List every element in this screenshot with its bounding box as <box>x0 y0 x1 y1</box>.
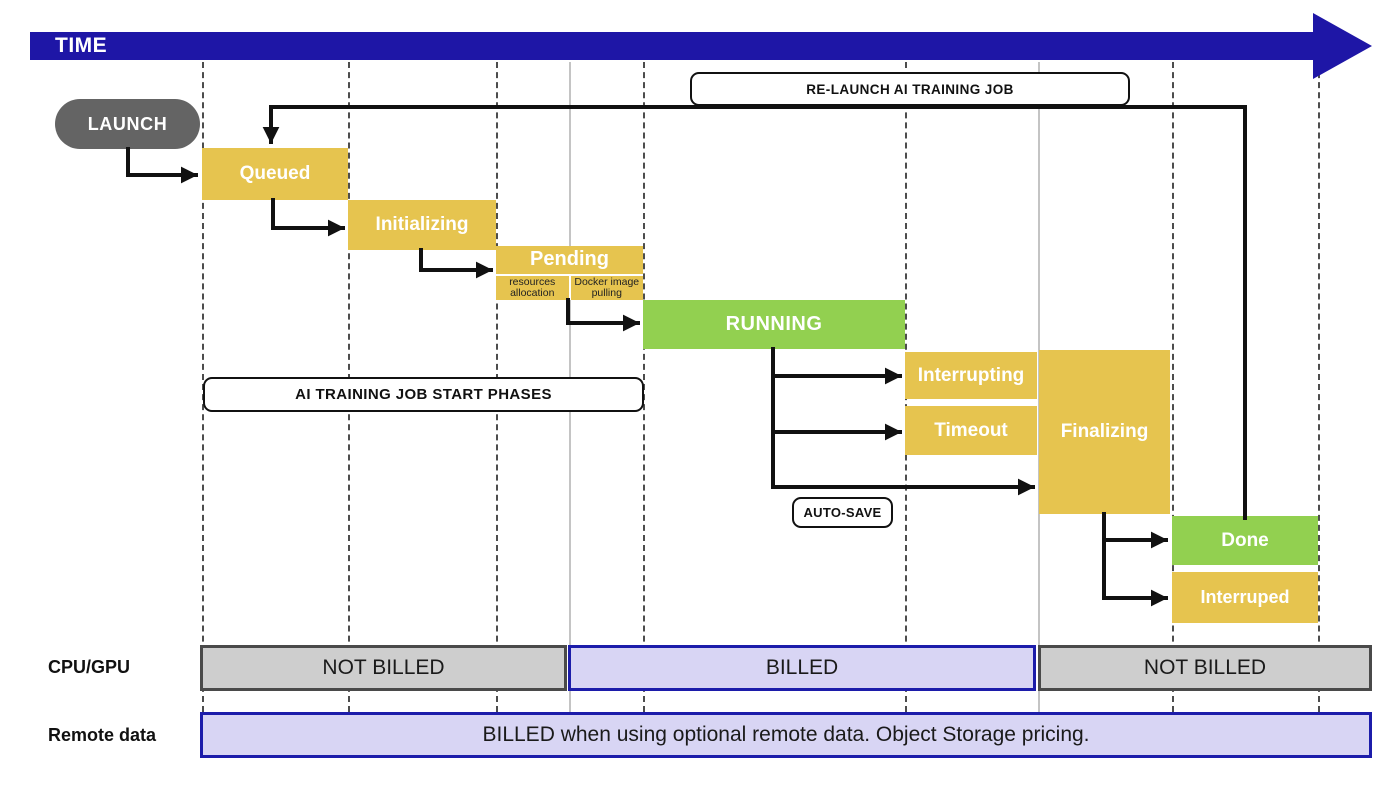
time-axis-bar: TIME <box>30 32 1313 60</box>
connector-initializing-pending <box>419 248 493 279</box>
start-phases-annotation-label: AI TRAINING JOB START PHASES <box>295 386 552 403</box>
connector-pending-running <box>566 298 640 332</box>
time-axis-arrowhead-icon <box>1313 13 1372 79</box>
billing-segment-label: BILLED <box>765 656 839 679</box>
billing-segment-not-billed-2: NOT BILLED <box>1038 645 1372 691</box>
billing-segment-label: NOT BILLED <box>322 656 445 679</box>
state-initializing-label: Initializing <box>375 214 469 235</box>
state-initializing: Initializing <box>348 200 496 250</box>
state-done: Done <box>1172 516 1318 565</box>
state-interruped: Interruped <box>1172 572 1318 623</box>
connector-launch-queued <box>126 147 198 184</box>
time-axis-label: TIME <box>55 34 108 57</box>
remote-data-billing-text: BILLED when using optional remote data. … <box>482 723 1090 746</box>
billing-segment-label: NOT BILLED <box>1143 656 1267 679</box>
state-interruped-label: Interruped <box>1200 587 1290 607</box>
state-timeout: Timeout <box>905 406 1037 455</box>
remote-data-billing-bar: BILLED when using optional remote data. … <box>200 712 1372 758</box>
autosave-annotation-label: AUTO-SAVE <box>803 505 882 520</box>
launch-label: LAUNCH <box>87 113 168 134</box>
remote-data-row-label: Remote data <box>48 725 157 745</box>
state-done-label: Done <box>1221 529 1269 551</box>
state-running-label: RUNNING <box>725 313 823 335</box>
start-phases-annotation: AI TRAINING JOB START PHASES <box>203 377 644 412</box>
relaunch-annotation-label: RE-LAUNCH AI TRAINING JOB <box>806 81 1014 97</box>
launch-pill: LAUNCH <box>55 99 200 149</box>
state-interrupting: Interrupting <box>905 352 1037 399</box>
state-running: RUNNING <box>643 300 905 349</box>
state-queued: Queued <box>202 148 348 200</box>
state-finalizing: Finalizing <box>1039 350 1170 514</box>
pending-substeps: resources allocation Docker image pullin… <box>496 275 643 300</box>
billing-segment-not-billed-1: NOT BILLED <box>200 645 567 691</box>
state-timeout-label: Timeout <box>934 419 1008 441</box>
state-interrupting-label: Interrupting <box>917 364 1025 386</box>
relaunch-annotation: RE-LAUNCH AI TRAINING JOB <box>690 72 1130 106</box>
cpu-gpu-row-label: CPU/GPU <box>48 657 131 677</box>
pending-substep-resources-allocation: resources allocation <box>496 275 571 300</box>
autosave-annotation: AUTO-SAVE <box>792 497 893 528</box>
billing-segment-billed: BILLED <box>568 645 1036 691</box>
state-queued-label: Queued <box>239 163 311 184</box>
state-finalizing-label: Finalizing <box>1060 421 1149 442</box>
state-pending: Pending resources allocation Docker imag… <box>496 246 643 300</box>
pending-substep-docker-image-pulling: Docker image pulling <box>574 275 640 299</box>
state-pending-label: Pending <box>496 246 643 276</box>
gridline-dashed-7 <box>1318 62 1320 712</box>
connector-queued-initializing <box>271 198 345 237</box>
